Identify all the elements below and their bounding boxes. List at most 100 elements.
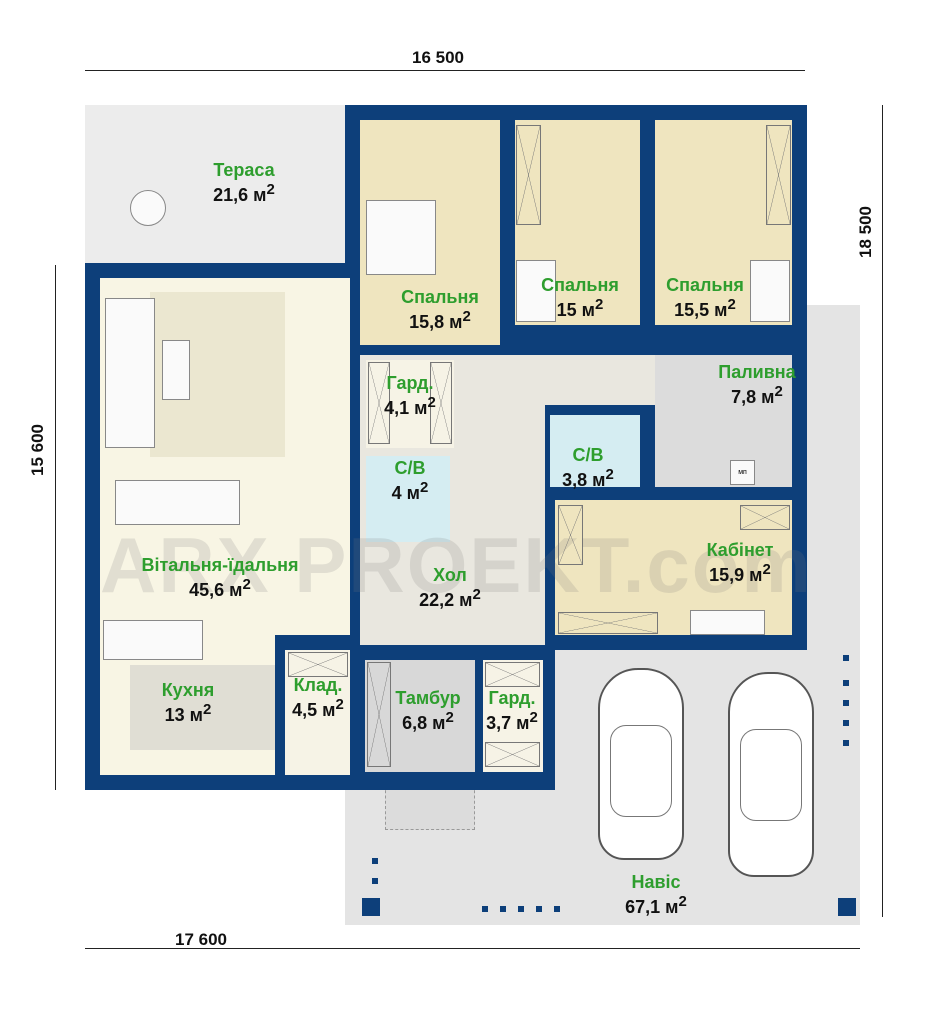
kitchen-floor — [130, 665, 275, 750]
entrance-mat — [385, 785, 475, 830]
room-name: Спальня — [401, 287, 479, 307]
bed-2 — [516, 260, 556, 322]
dim-right: 18 500 — [856, 206, 875, 258]
boiler-room — [655, 355, 792, 487]
dim-top: 16 500 — [412, 48, 464, 67]
room-area: 4,5 м2 — [292, 695, 344, 720]
room-name: Тераса — [213, 160, 275, 180]
carport-post — [843, 720, 849, 726]
room-area: 4 м2 — [391, 478, 429, 503]
carport-post — [372, 858, 378, 864]
boiler-unit: мп — [730, 460, 755, 485]
carport-post — [843, 700, 849, 706]
room-area: 7,8 м2 — [731, 382, 783, 407]
sofa — [105, 298, 155, 448]
room-area: 21,6 м2 — [213, 180, 275, 205]
room-name: Тамбур — [395, 688, 461, 708]
terrace-table — [130, 190, 166, 226]
carport-post — [536, 906, 542, 912]
wardrobe-cabinet — [766, 125, 791, 225]
terrace-floor — [85, 105, 347, 267]
room-area: 3,7 м2 — [486, 708, 538, 733]
room-area: 15 м2 — [556, 295, 604, 320]
room-name: С/В — [572, 445, 604, 465]
wardrobe-cabinet — [558, 612, 658, 634]
label-wardrobe1: Гард.4,1 м2 — [384, 373, 436, 418]
wardrobe-cabinet — [485, 742, 540, 767]
dim-line-top — [85, 70, 805, 71]
room-name: С/В — [394, 458, 426, 478]
room-name: Спальня — [541, 275, 619, 295]
dining-table — [115, 480, 240, 525]
watermark-logo: ARX PROEKT.com — [100, 521, 813, 609]
room-name: Гард. — [488, 688, 536, 708]
dim-left: 15 600 — [28, 424, 47, 476]
room-name: Навіс — [631, 872, 681, 892]
wardrobe-cabinet — [558, 505, 583, 565]
carport-post — [838, 898, 856, 916]
wardrobe-cabinet — [740, 505, 790, 530]
carport-post — [372, 878, 378, 884]
room-name: Кабінет — [706, 540, 774, 560]
room-area: 45,6 м2 — [189, 575, 251, 600]
room-area: 67,1 м2 — [625, 892, 687, 917]
carport-post — [482, 906, 488, 912]
room-area: 3,8 м2 — [562, 465, 614, 490]
wardrobe-cabinet — [516, 125, 541, 225]
wardrobe-cabinet — [368, 362, 390, 444]
car-right — [728, 672, 814, 877]
room-name: Хол — [433, 565, 467, 585]
carport-post — [518, 906, 524, 912]
dim-line-left — [55, 265, 56, 790]
bed-master — [366, 200, 436, 275]
room-name: Кухня — [161, 680, 215, 700]
room-area: 4,1 м2 — [384, 393, 436, 418]
dim-line-bottom — [85, 948, 860, 949]
bath1-room — [366, 456, 450, 542]
room-name: Паливна — [718, 362, 796, 382]
kitchen-island — [103, 620, 203, 660]
bath2-room — [550, 415, 640, 487]
bed-3 — [750, 260, 790, 322]
carport-post — [843, 680, 849, 686]
room-area: 15,9 м2 — [709, 560, 771, 585]
wardrobe-cabinet — [367, 662, 391, 767]
carport-post — [843, 655, 849, 661]
dim-bottom: 17 600 — [175, 930, 227, 949]
room-area: 15,8 м2 — [409, 307, 471, 332]
room-area: 22,2 м2 — [419, 585, 481, 610]
wardrobe-cabinet — [485, 662, 540, 687]
carport-post — [362, 898, 380, 916]
dim-line-right — [882, 105, 883, 917]
carport-post — [554, 906, 560, 912]
room-name: Вітальня-їдальня — [141, 555, 299, 575]
room-area: 15,5 м2 — [674, 295, 736, 320]
room-area: 6,8 м2 — [402, 708, 454, 733]
car-left — [598, 668, 684, 860]
label-pantry: Клад.4,5 м2 — [292, 675, 344, 720]
carport-post — [843, 740, 849, 746]
label-wardrobe2: Гард.3,7 м2 — [486, 688, 538, 733]
carport-post — [500, 906, 506, 912]
wardrobe-cabinet — [430, 362, 452, 444]
room-name: Клад. — [293, 675, 343, 695]
room-name: Спальня — [666, 275, 744, 295]
coffee-table — [162, 340, 190, 400]
room-area: 13 м2 — [164, 700, 212, 725]
pantry-shelf — [288, 652, 348, 677]
office-desk — [690, 610, 765, 635]
room-name: Гард. — [386, 373, 434, 393]
